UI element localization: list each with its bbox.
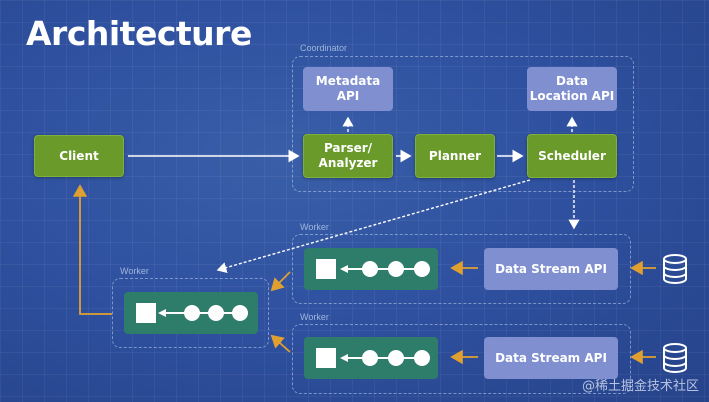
database-icon: [663, 343, 687, 373]
pipeline-square-icon: [316, 259, 336, 279]
arrow-worker-client: [72, 184, 112, 315]
pipeline-dot-icon: [414, 350, 430, 366]
data-stream-api-top-node: Data Stream API: [484, 248, 618, 290]
worker-bottom-label: Worker: [300, 312, 329, 322]
worker-group-left: [112, 278, 269, 348]
database-icon: [663, 254, 687, 284]
client-node: Client: [34, 135, 124, 177]
planner-node: Planner: [415, 134, 495, 178]
data-stream-api-bottom-node: Data Stream API: [484, 337, 618, 379]
coordinator-group: [292, 56, 634, 192]
arrow-worker-bottom-left: [270, 334, 291, 353]
coordinator-label: Coordinator: [300, 43, 348, 53]
pipeline-dot-icon: [414, 261, 430, 277]
worker-left-label: Worker: [120, 266, 149, 276]
arrow-scheduler-worker-left: [216, 179, 531, 274]
pipeline-square-icon: [136, 303, 156, 323]
data-location-api-node: Data Location API: [527, 67, 617, 111]
parser-analyzer-node: Parser/ Analyzer: [303, 134, 393, 178]
worker-top-label: Worker: [300, 222, 329, 232]
pipeline-square-icon: [316, 348, 336, 368]
metadata-api-node: Metadata API: [303, 67, 393, 111]
watermark: @稀土掘金技术社区: [581, 379, 699, 394]
scheduler-node: Scheduler: [527, 134, 617, 178]
arrow-worker-top-left: [270, 271, 291, 292]
page-title: Architecture: [26, 14, 252, 53]
